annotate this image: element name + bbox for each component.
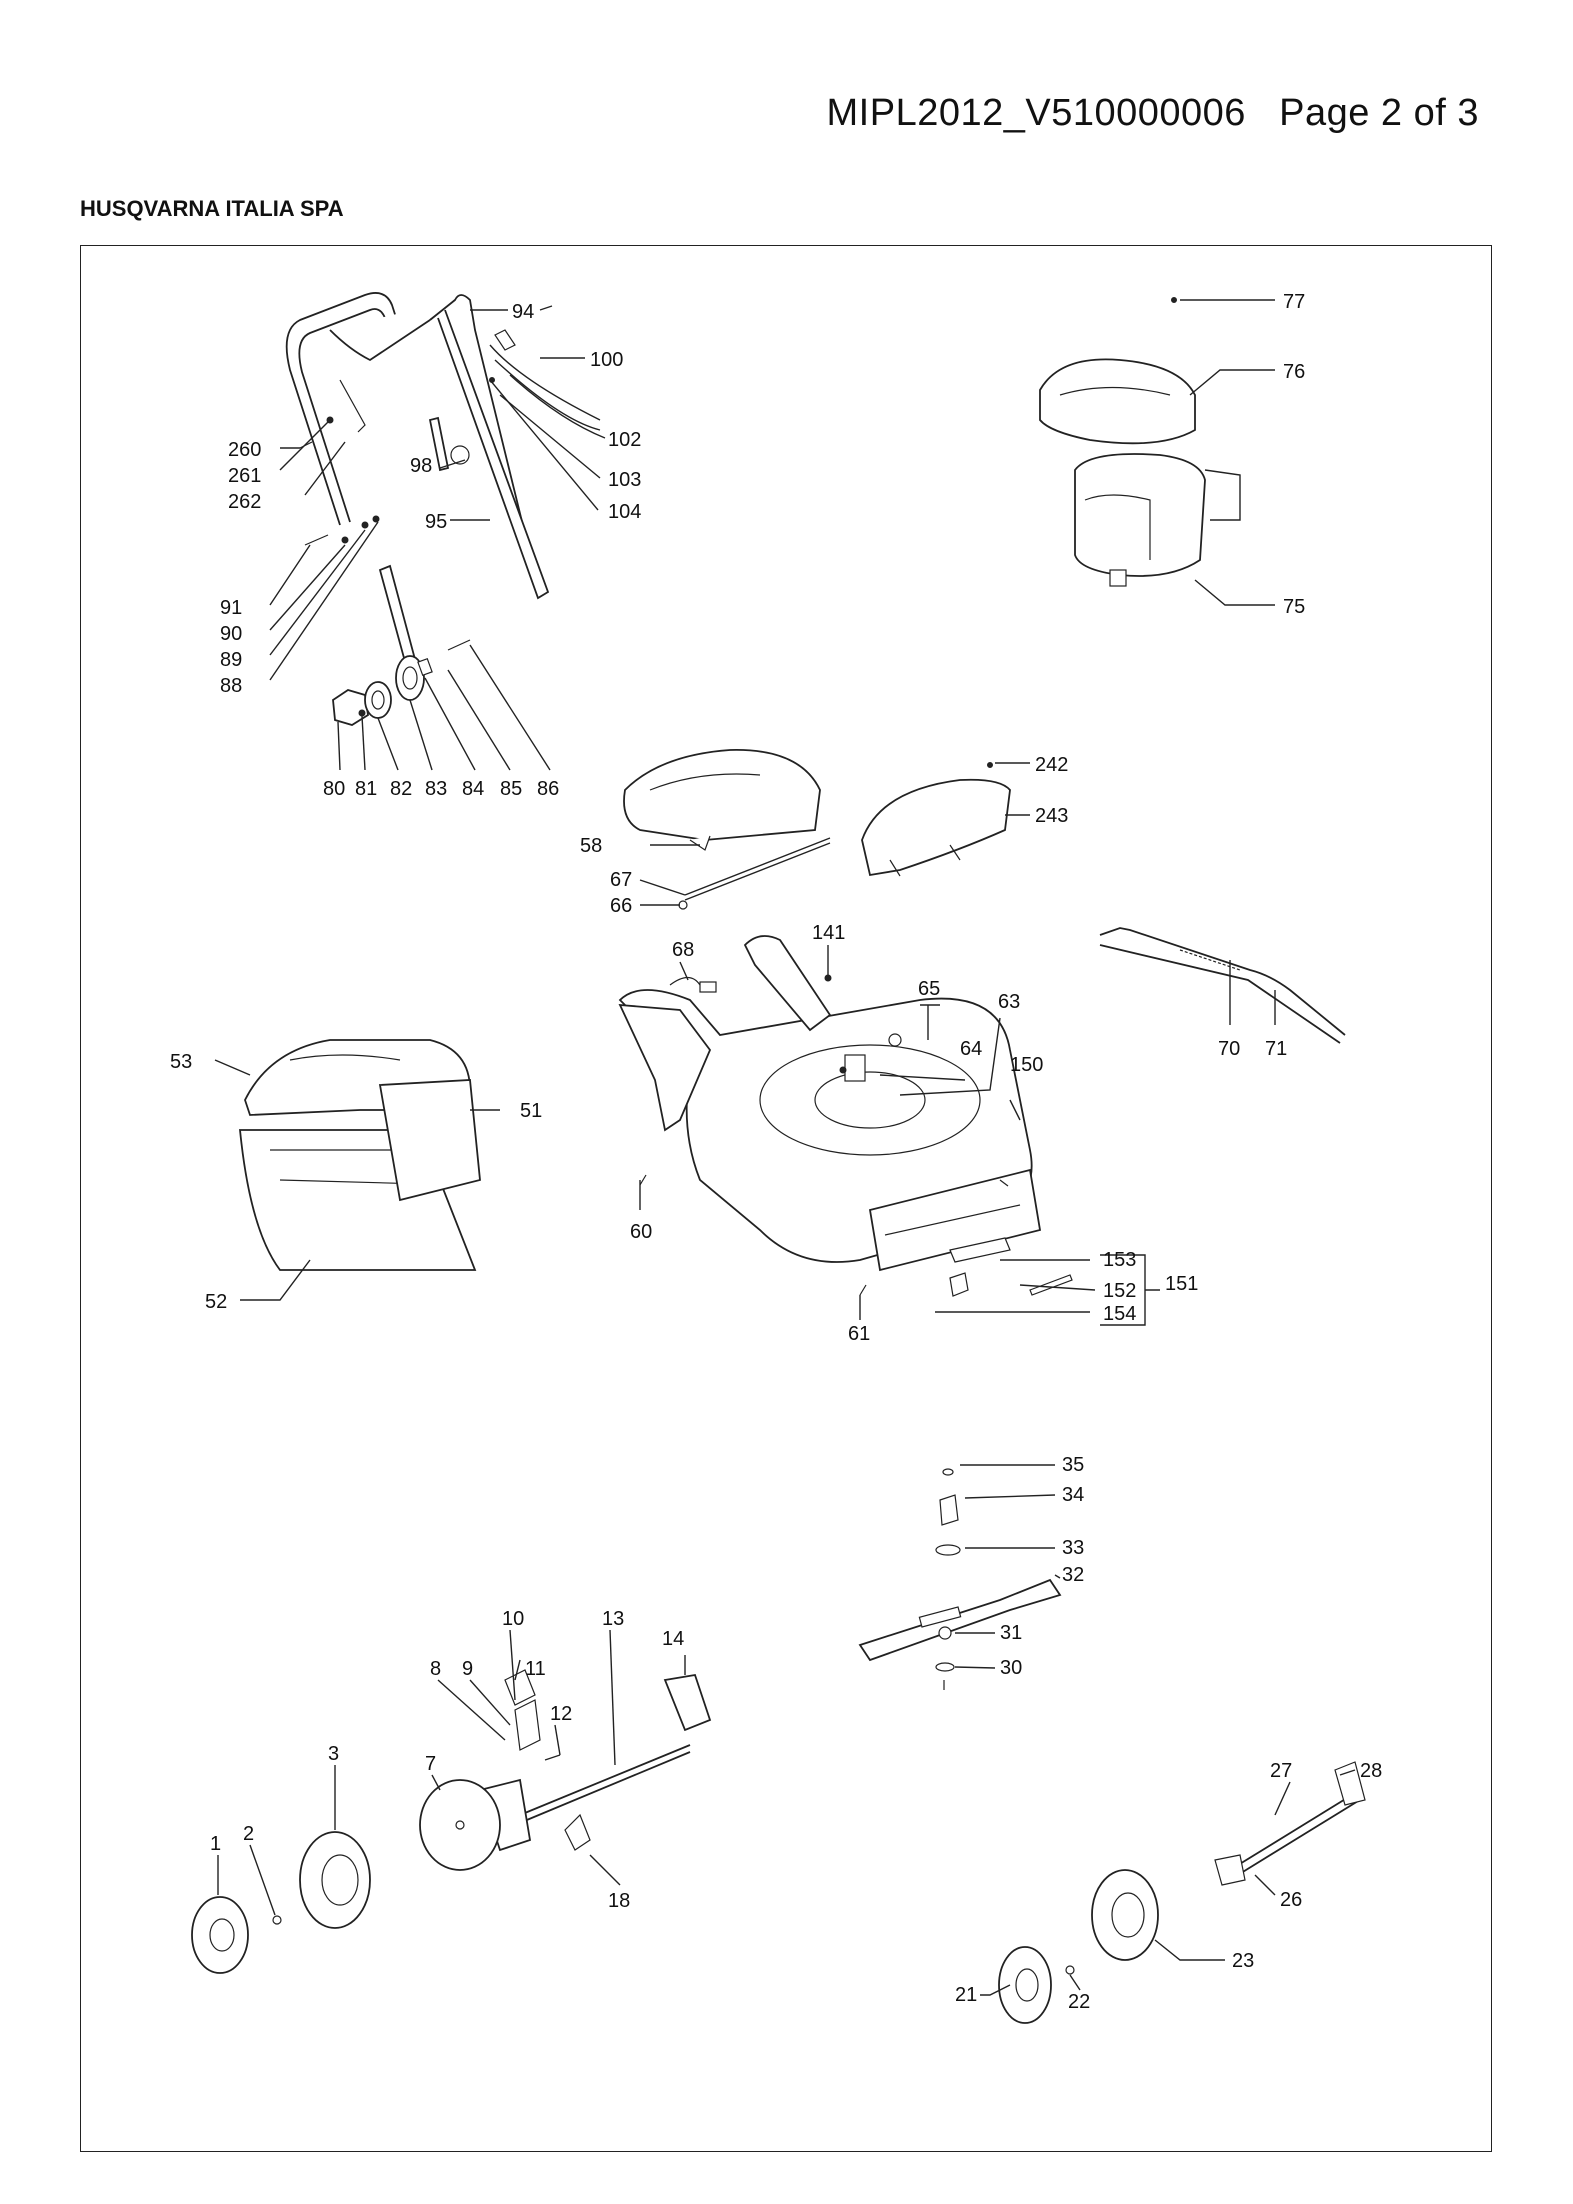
callout-64: 64 (960, 1038, 982, 1060)
callout-12: 12 (550, 1703, 572, 1725)
callout-77: 77 (1283, 291, 1305, 313)
part-callouts: 94 100 102 103 104 98 95 260 261 262 91 … (170, 291, 1382, 2013)
callout-3: 3 (328, 1743, 339, 1765)
callout-75: 75 (1283, 596, 1305, 618)
callout-83: 83 (425, 778, 447, 800)
callout-88: 88 (220, 675, 242, 697)
mulching-plug-assembly (861, 762, 1011, 877)
callout-94: 94 (512, 301, 534, 323)
callout-95: 95 (425, 511, 447, 533)
callout-61: 61 (848, 1323, 870, 1345)
callout-22: 22 (1068, 1991, 1090, 2013)
callout-68: 68 (672, 939, 694, 961)
callout-18: 18 (608, 1890, 630, 1912)
callout-9: 9 (462, 1658, 473, 1680)
callout-261: 261 (228, 465, 261, 487)
callout-262: 262 (228, 491, 261, 513)
front-axle-right (998, 1761, 1366, 2024)
callout-151: 151 (1165, 1273, 1198, 1295)
callout-33: 33 (1062, 1537, 1084, 1559)
callout-70: 70 (1218, 1038, 1240, 1060)
callout-141: 141 (812, 922, 845, 944)
callout-71: 71 (1265, 1038, 1287, 1060)
callout-81: 81 (355, 778, 377, 800)
grass-catcher (239, 1039, 481, 1271)
callout-10: 10 (502, 1608, 524, 1630)
rear-flap-assembly (623, 749, 831, 910)
callout-82: 82 (390, 778, 412, 800)
callout-31: 31 (1000, 1622, 1022, 1644)
blade-assembly (858, 1468, 1062, 1690)
callout-85: 85 (500, 778, 522, 800)
handle-assembly (285, 292, 601, 682)
callout-67: 67 (610, 869, 632, 891)
callout-58: 58 (580, 835, 602, 857)
callout-7: 7 (425, 1753, 436, 1775)
callout-34: 34 (1062, 1484, 1084, 1506)
callout-65: 65 (918, 978, 940, 1000)
callout-30: 30 (1000, 1657, 1022, 1679)
callout-104: 104 (608, 501, 641, 523)
callout-23: 23 (1232, 1950, 1254, 1972)
leader-lines (214, 299, 1356, 1996)
callout-51: 51 (520, 1100, 542, 1122)
spring-and-bar (669, 927, 1346, 1044)
callout-26: 26 (1280, 1889, 1302, 1911)
callout-243: 243 (1035, 805, 1068, 827)
callout-89: 89 (220, 649, 242, 671)
company-name: HUSQVARNA ITALIA SPA (80, 196, 344, 221)
deck-small-parts (949, 1237, 1073, 1297)
callout-1: 1 (210, 1833, 221, 1855)
callout-84: 84 (462, 778, 484, 800)
callout-90: 90 (220, 623, 242, 645)
rear-wheel-hub-parts (332, 639, 471, 726)
callout-8: 8 (430, 1658, 441, 1680)
callout-63: 63 (998, 991, 1020, 1013)
callout-32: 32 (1062, 1564, 1084, 1586)
callout-86: 86 (537, 778, 559, 800)
callout-76: 76 (1283, 361, 1305, 383)
engine-assembly (1039, 297, 1206, 587)
callout-91: 91 (220, 597, 242, 619)
callout-98: 98 (410, 455, 432, 477)
callout-11: 11 (525, 1658, 546, 1680)
callout-153: 153 (1103, 1249, 1136, 1271)
callout-150: 150 (1010, 1054, 1043, 1076)
callout-13: 13 (602, 1608, 624, 1630)
document-reference: MIPL2012_V510000006 Page 2 of 3 (826, 92, 1479, 134)
callout-60: 60 (630, 1221, 652, 1243)
callout-28: 28 (1360, 1760, 1382, 1782)
callout-66: 66 (610, 895, 632, 917)
callout-100: 100 (590, 349, 623, 371)
callout-53: 53 (170, 1051, 192, 1073)
diagram-frame (80, 245, 1492, 2152)
callout-21: 21 (955, 1984, 977, 2006)
mower-deck (618, 935, 1042, 1296)
callout-152: 152 (1103, 1280, 1136, 1302)
callout-2: 2 (243, 1823, 254, 1845)
callout-154: 154 (1103, 1303, 1136, 1325)
callout-260: 260 (228, 439, 261, 461)
callout-52: 52 (205, 1291, 227, 1313)
callout-35: 35 (1062, 1454, 1084, 1476)
callout-242: 242 (1035, 754, 1068, 776)
callout-14: 14 (662, 1628, 684, 1650)
callout-102: 102 (608, 429, 641, 451)
callout-27: 27 (1270, 1760, 1292, 1782)
front-axle-left (191, 1669, 712, 1974)
callout-103: 103 (608, 469, 641, 491)
callout-80: 80 (323, 778, 345, 800)
